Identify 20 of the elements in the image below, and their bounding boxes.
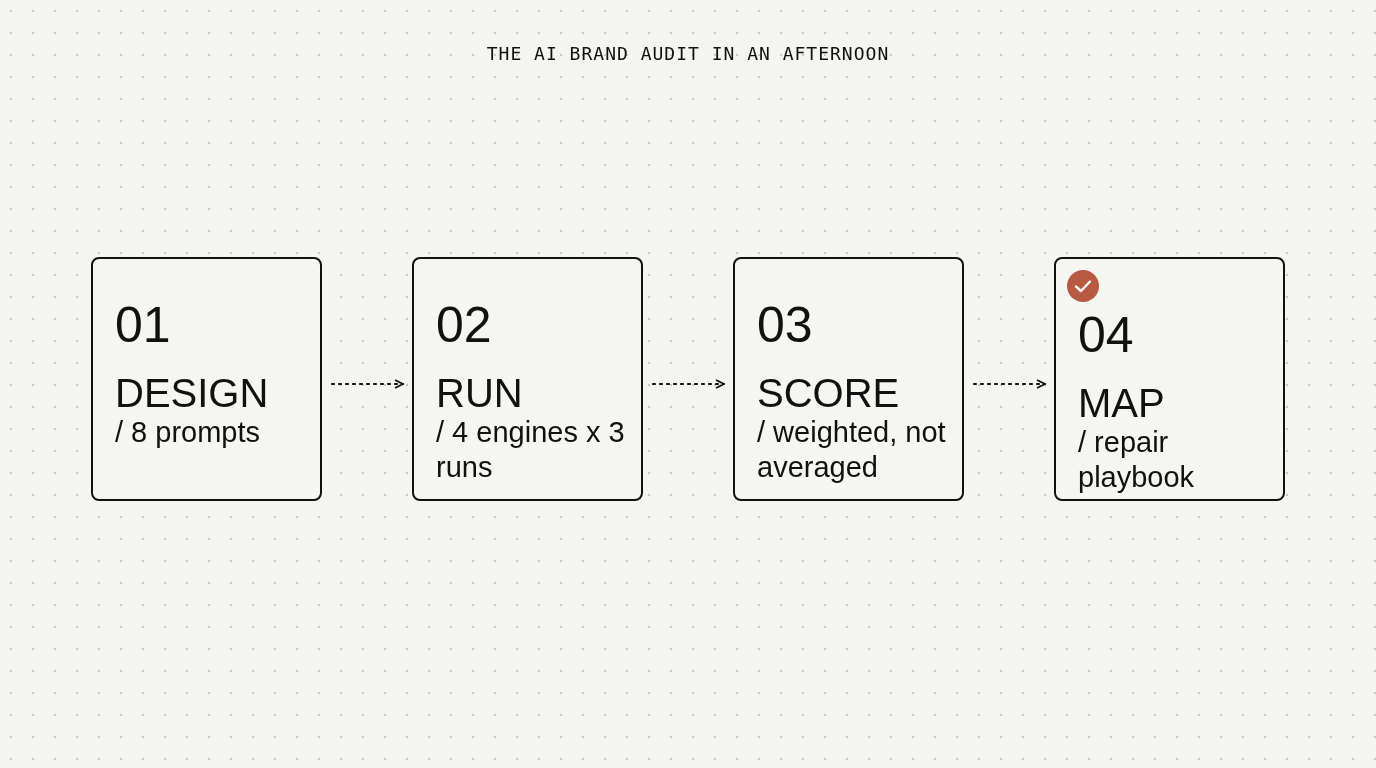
step-body: / 8 prompts <box>115 415 262 450</box>
step-body: / weighted, not averaged <box>757 415 947 485</box>
step-number: 02 <box>436 297 493 353</box>
step-card <box>1054 257 1285 501</box>
step-heading: SCORE <box>757 371 901 415</box>
dotted-arrow <box>651 379 726 389</box>
step-number: 03 <box>757 297 814 353</box>
step-number: 04 <box>1078 307 1135 363</box>
diagram-title: THE AI BRAND AUDIT IN AN AFTERNOON <box>486 42 890 66</box>
step-card <box>91 257 322 501</box>
step-card <box>733 257 964 501</box>
step-body: / 4 engines x 3 runs <box>436 415 626 485</box>
dotted-arrow <box>330 379 405 389</box>
step-body: / repair playbook <box>1078 425 1196 495</box>
step-number: 01 <box>115 297 172 353</box>
step-heading: MAP <box>1078 381 1166 425</box>
step-card <box>412 257 643 501</box>
dotted-arrow <box>972 379 1047 389</box>
step-heading: RUN <box>436 371 524 415</box>
step-heading: DESIGN <box>115 371 270 415</box>
